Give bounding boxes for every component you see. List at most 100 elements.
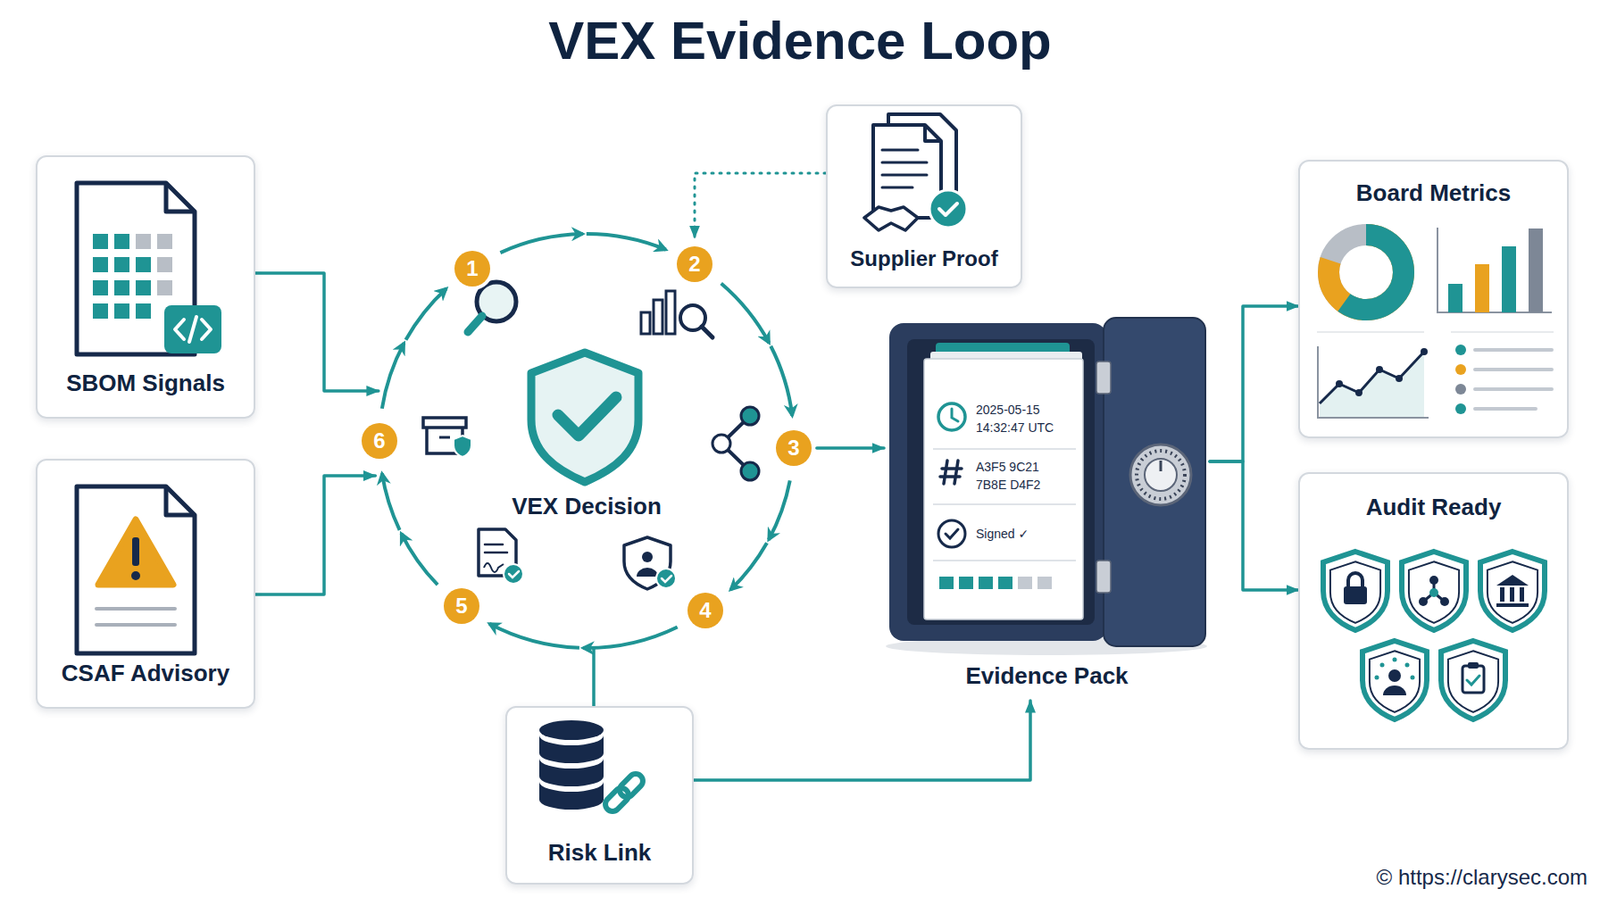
loop-arc: [382, 342, 405, 409]
audit-shields: [1362, 641, 1427, 720]
supplier-proof-icon: [864, 114, 967, 231]
loop-arc: [770, 346, 792, 417]
csaf-document-icon: [76, 486, 195, 654]
owner-shield-icon: [624, 537, 676, 590]
evidence-safe: [1136, 450, 1185, 500]
node-label: Evidence Pack: [965, 662, 1128, 691]
audit-shields: [1369, 650, 1420, 713]
evidence-safe: [958, 576, 974, 590]
analysis-icon: [641, 291, 713, 338]
connector-arrow: [1209, 306, 1299, 462]
audit-shields: [1467, 662, 1479, 669]
audit-shields: [1410, 675, 1416, 681]
audit-shields: [1418, 597, 1428, 607]
analysis-icon: [653, 300, 663, 334]
callout-number: 5: [443, 588, 480, 625]
audit-shields: [1487, 561, 1538, 624]
evidence-safe: [940, 460, 962, 484]
evidence-field: 7B8E D4F2: [975, 476, 1041, 493]
search-icon: [467, 316, 483, 333]
sbom-document-icon: [135, 303, 151, 319]
sbom-document-icon: [92, 257, 109, 273]
signed-document-icon: [483, 563, 504, 573]
node-label: Supplier Proof: [850, 246, 998, 273]
metrics-charts: [1317, 346, 1429, 418]
database-link-icon: [616, 771, 647, 801]
supplier-proof-icon: [882, 150, 927, 188]
callout-number: 3: [775, 430, 812, 467]
metrics-charts: [1319, 351, 1425, 418]
node-label: CSAF Advisory: [61, 659, 230, 688]
sbom-document-icon: [135, 280, 151, 296]
audit-shields: [1343, 586, 1367, 605]
audit-shields: [1440, 597, 1450, 607]
center-shield: [531, 352, 639, 483]
connector-arrow: [255, 475, 375, 595]
evidence-safe: [924, 358, 1084, 620]
owner-shield-icon: [656, 568, 676, 589]
archive-icon: [439, 436, 450, 440]
node-label: VEX Decision: [511, 492, 662, 521]
share-icon: [712, 407, 759, 481]
sbom-document-icon: [114, 233, 130, 250]
evidence-safe: [1017, 576, 1033, 590]
csaf-document-icon: [76, 486, 195, 654]
database-link-icon: [539, 782, 604, 810]
sbom-document-icon: [92, 233, 109, 250]
sbom-document-icon: [92, 233, 151, 319]
evidence-safe: [1037, 576, 1052, 590]
connector-arrow: [255, 273, 379, 392]
callout-number: 6: [361, 423, 398, 459]
owner-shield-icon: [661, 575, 672, 583]
node-label: Board Metrics: [1356, 179, 1511, 208]
loop-arc: [730, 542, 767, 591]
owner-shield-icon: [624, 537, 671, 590]
share-icon: [741, 407, 759, 425]
loop-arc: [489, 624, 580, 649]
metrics-charts: [1328, 234, 1404, 310]
evidence-safe: [998, 576, 1013, 590]
metrics-charts: [1528, 228, 1543, 313]
evidence-safe: [939, 576, 1013, 590]
audit-shields: [1429, 575, 1439, 585]
audit-shields: [1380, 663, 1385, 668]
sbom-document-icon: [157, 280, 173, 296]
metrics-charts: [1375, 366, 1384, 374]
metrics-charts: [1335, 348, 1428, 397]
node-label: SBOM Signals: [66, 369, 225, 398]
evidence-safe: [951, 408, 959, 422]
database-link-icon: [539, 758, 604, 787]
audit-shields: [1405, 663, 1410, 668]
loop-arc: [405, 288, 446, 341]
node-label: Audit Ready: [1366, 493, 1502, 522]
metrics-charts: [1335, 380, 1343, 388]
metrics-charts: [1475, 350, 1552, 409]
sbom-document-icon: [76, 183, 222, 355]
supplier-proof-icon: [864, 207, 918, 231]
loop-ring: [379, 233, 794, 649]
audit-shields: [1408, 561, 1459, 624]
evidence-field: 14:32:47 UTC: [975, 419, 1054, 436]
evidence-safe: [1096, 361, 1111, 394]
signed-document-icon: [508, 571, 519, 578]
evidence-safe: [1130, 444, 1192, 506]
metrics-charts: [1355, 389, 1363, 397]
evidence-field: Signed ✓: [975, 525, 1029, 542]
loop-arc: [382, 473, 400, 531]
csaf-document-icon: [98, 519, 174, 585]
sbom-document-icon: [114, 280, 130, 296]
supplier-proof-icon: [939, 203, 958, 216]
audit-shields: [1441, 641, 1506, 720]
metrics-charts: [1316, 331, 1554, 334]
sbom-document-icon: [157, 257, 173, 273]
audit-shields: [1375, 675, 1380, 681]
audit-shields: [1448, 650, 1499, 713]
evidence-safe: [1144, 458, 1177, 492]
csaf-document-icon: [96, 608, 175, 625]
metrics-charts: [1437, 227, 1552, 313]
analysis-icon: [701, 326, 713, 338]
csaf-document-icon: [131, 571, 141, 581]
sbom-document-icon: [164, 305, 222, 354]
evidence-safe: [945, 529, 959, 539]
archive-icon: [423, 417, 472, 458]
